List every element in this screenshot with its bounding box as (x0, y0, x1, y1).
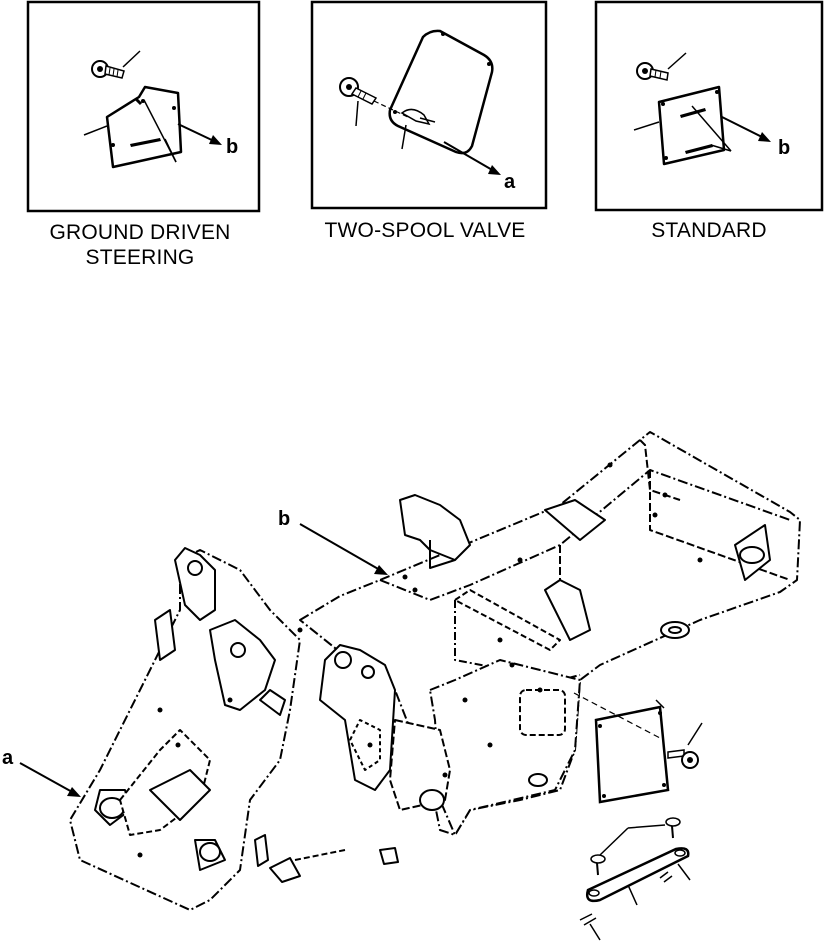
callout-arrow-b: b (278, 508, 388, 575)
side-opening (519, 689, 566, 736)
bolt-icon (636, 62, 669, 81)
leader-line (589, 923, 601, 941)
pin-icon (579, 871, 673, 926)
screw-icon (590, 854, 606, 876)
caption-two-spool-valve: TWO-SPOOL VALVE (324, 219, 526, 242)
inset-frame (594, 0, 824, 212)
inset-frame (310, 0, 548, 210)
leader-line (573, 692, 661, 739)
bolt-icon (339, 77, 378, 105)
inset-ground-driven-steering: b (26, 0, 261, 213)
strap-link-icon (586, 847, 690, 903)
loader-main-frame (69, 431, 801, 911)
inset-frame (26, 0, 261, 213)
leader-line (677, 863, 691, 881)
inset-standard: b (594, 0, 824, 212)
bolt-icon (91, 60, 125, 79)
callout-letter: b (278, 508, 290, 530)
caption-standard: STANDARD (651, 219, 767, 242)
screw-icon (665, 817, 681, 839)
leader-line (599, 824, 666, 856)
callout-letter: a (504, 171, 516, 193)
cover-plate-icon (657, 85, 726, 166)
callout-letter: a (2, 747, 14, 769)
inset-two-spool-valve: a (310, 0, 548, 210)
cover-plate-icon (388, 29, 494, 155)
leader-line (655, 699, 665, 709)
cover-plate-icon (594, 705, 670, 804)
frame-fastener-dots (137, 462, 703, 858)
caption-ground-driven-steering: GROUND DRIVEN STEERING (49, 221, 231, 269)
leader-line (627, 884, 638, 906)
bolt-icon (667, 749, 699, 769)
cover-plate-icon (105, 85, 183, 169)
callout-letter: b (226, 136, 238, 158)
callout-letter: b (778, 137, 790, 159)
callout-arrow-a: a (2, 747, 81, 797)
leader-line (687, 722, 703, 746)
